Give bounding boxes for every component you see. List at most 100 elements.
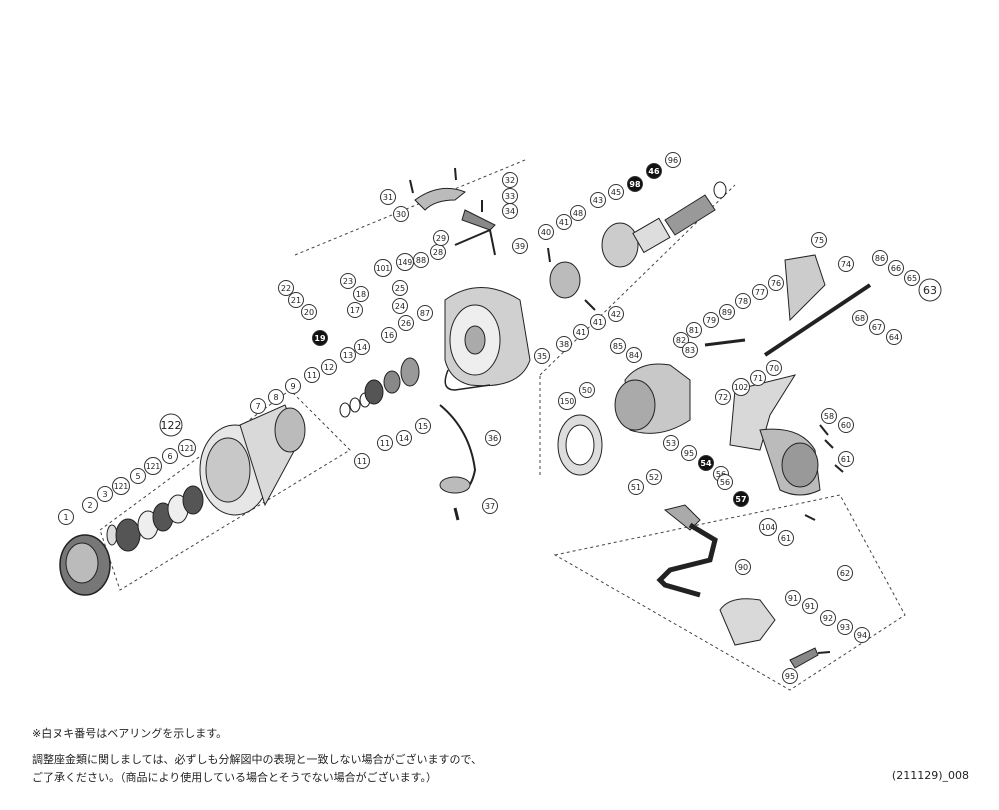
- callout-label: 83: [685, 346, 695, 355]
- callout-label: 67: [872, 323, 882, 332]
- callout-label: 26: [401, 319, 411, 328]
- callout-circle: [802, 598, 818, 614]
- callout-label: 14: [357, 343, 367, 352]
- callout-29: 29: [433, 230, 449, 246]
- callout-circle: [301, 304, 317, 320]
- callout-23: 23: [340, 273, 356, 289]
- callout-label: 43: [593, 196, 603, 205]
- adjustment-note-line1: 調整座金類に関しましては、必ずしも分解図中の表現と一致しない場合がございますので…: [32, 753, 483, 766]
- callout-85: 85: [610, 338, 626, 354]
- callout-label: 121: [180, 444, 195, 453]
- callout-label: 57: [735, 495, 746, 504]
- callout-15: 15: [415, 418, 431, 434]
- callout-label: 20: [304, 308, 314, 317]
- callout-circle: [766, 360, 782, 376]
- callout-label: 3: [102, 490, 107, 499]
- callout-19: 19: [312, 330, 328, 346]
- callout-label: 149: [398, 258, 413, 267]
- callout-82: 82: [673, 332, 689, 348]
- callout-label: 54: [700, 459, 712, 468]
- callout-label: 58: [824, 412, 834, 421]
- callout-label: 86: [875, 254, 885, 263]
- callout-95: 95: [782, 668, 798, 684]
- callout-circle: [811, 232, 827, 248]
- callout-circle: [278, 280, 294, 296]
- callout-circle: [502, 203, 518, 219]
- callout-circle: [130, 468, 146, 484]
- callout-circle: [682, 342, 698, 358]
- callout-circle: [698, 455, 714, 471]
- callout-30: 30: [393, 206, 409, 222]
- callout-88: 88: [413, 252, 429, 268]
- callout-label: 88: [416, 256, 426, 265]
- bail-group-line: [294, 159, 526, 256]
- callout-label: 95: [785, 672, 795, 681]
- callout-38: 38: [556, 336, 572, 352]
- callout-label: 21: [291, 296, 301, 305]
- callout-label: 51: [631, 483, 641, 492]
- callout-label: 1: [63, 513, 68, 522]
- callout-52: 52: [646, 469, 662, 485]
- callout-label: 85: [613, 342, 623, 351]
- callout-label: 41: [559, 218, 569, 227]
- callout-81: 81: [686, 322, 702, 338]
- callout-label: 102: [734, 383, 749, 392]
- callout-circle: [393, 206, 409, 222]
- callout-76: 76: [768, 275, 784, 291]
- callout-circle: [398, 315, 414, 331]
- callout-label: 23: [343, 277, 353, 286]
- callout-75: 75: [811, 232, 827, 248]
- callout-label: 77: [755, 288, 765, 297]
- callout-circle: [534, 348, 550, 364]
- callout-label: 150: [560, 397, 575, 406]
- callout-circle: [888, 260, 904, 276]
- callout-83: 83: [682, 342, 698, 358]
- callout-circle: [646, 469, 662, 485]
- callout-circle: [735, 293, 751, 309]
- callout-label: 2: [87, 501, 92, 510]
- callout-94: 94: [854, 627, 870, 643]
- callout-circle: [820, 610, 836, 626]
- callout-circle: [347, 302, 363, 318]
- callout-17: 17: [347, 302, 363, 318]
- callout-150: 150: [558, 392, 576, 410]
- callout-label: 30: [396, 210, 406, 219]
- callout-circle: [918, 278, 942, 302]
- small-washers: [339, 357, 420, 418]
- callout-46: 46: [646, 163, 662, 179]
- callout-13: 13: [340, 347, 356, 363]
- callout-circle: [482, 498, 498, 514]
- callout-6: 6: [162, 448, 178, 464]
- callout-label: 35: [537, 352, 547, 361]
- callout-circle: [838, 451, 854, 467]
- callout-label: 93: [840, 623, 850, 632]
- callout-label: 70: [769, 364, 779, 373]
- callout-circle: [570, 205, 586, 221]
- callout-circle: [556, 336, 572, 352]
- callout-39: 39: [512, 238, 528, 254]
- callout-11: 11: [377, 435, 393, 451]
- callout-91: 91: [802, 598, 818, 614]
- callout-label: 72: [718, 393, 728, 402]
- callout-43: 43: [590, 192, 606, 208]
- callout-45: 45: [608, 184, 624, 200]
- callout-label: 94: [857, 631, 867, 640]
- callout-11: 11: [354, 453, 370, 469]
- callout-16: 16: [381, 327, 397, 343]
- callout-label: 33: [505, 192, 515, 201]
- callout-92: 92: [820, 610, 836, 626]
- callout-circle: [785, 590, 801, 606]
- callout-circle: [872, 250, 888, 266]
- callout-circle: [512, 238, 528, 254]
- callout-61: 61: [838, 451, 854, 467]
- callout-36: 36: [485, 430, 501, 446]
- callout-label: 90: [738, 563, 748, 572]
- reel-body: [557, 363, 821, 496]
- callout-label: 75: [814, 236, 824, 245]
- callout-104: 104: [759, 518, 777, 536]
- callout-circle: [821, 408, 837, 424]
- callout-circle: [608, 306, 624, 322]
- callout-label: 96: [668, 156, 678, 165]
- callout-label: 50: [582, 386, 592, 395]
- callout-22: 22: [278, 280, 294, 296]
